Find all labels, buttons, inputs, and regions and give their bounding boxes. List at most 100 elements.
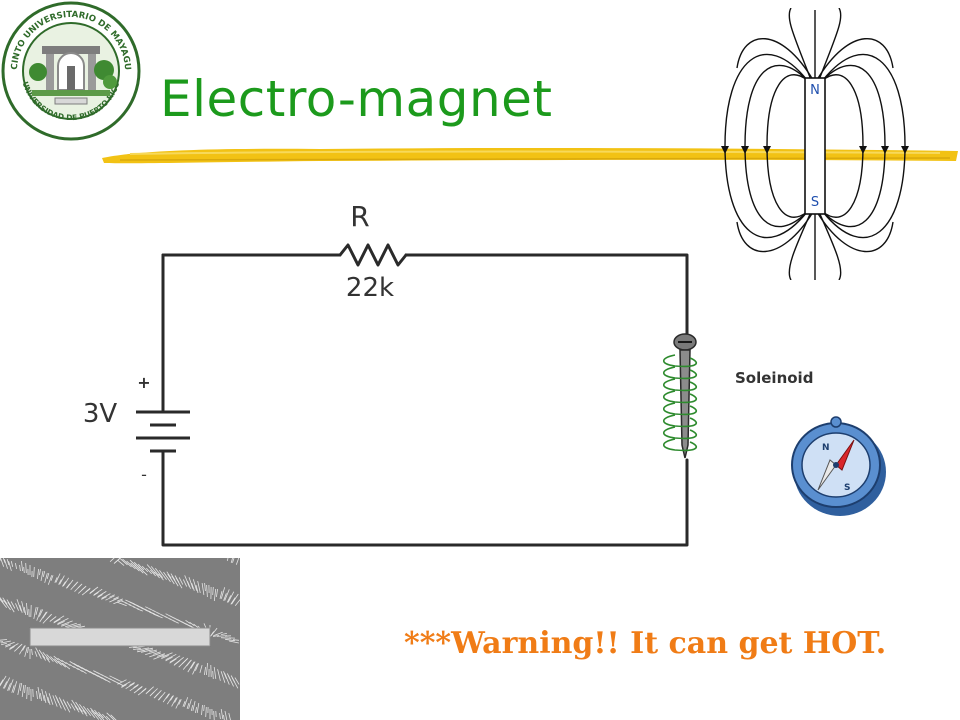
filing-stroke: [137, 649, 145, 653]
filing-stroke: [165, 653, 177, 661]
filing-stroke: [195, 707, 197, 713]
filing-stroke: [117, 682, 123, 686]
filing-stroke: [109, 594, 115, 598]
filing-stroke: [54, 658, 62, 666]
filing-stroke: [225, 638, 235, 642]
filing-stroke: [145, 689, 151, 695]
filing-stroke: [201, 704, 203, 716]
filing-stroke: [113, 596, 119, 600]
filing-stroke: [185, 619, 191, 625]
filing-stroke: [178, 577, 184, 585]
filing-stroke: [39, 568, 41, 576]
filing-stroke: [145, 647, 153, 651]
filing-stroke: [219, 591, 223, 599]
filing-stroke: [90, 707, 96, 715]
filing-stroke: [78, 586, 86, 594]
filing-stroke: [129, 682, 135, 686]
filing-stroke: [0, 679, 4, 686]
filing-stroke: [42, 571, 46, 577]
filing-stroke: [213, 667, 217, 679]
filing-stroke: [213, 631, 223, 637]
filing-stroke: [37, 568, 39, 580]
filing-stroke: [21, 601, 25, 613]
filing-stroke: [157, 695, 163, 701]
filing-stroke: [234, 677, 240, 685]
filing-stroke: [27, 646, 29, 654]
filing-stroke: [14, 644, 22, 652]
filing-stroke: [231, 677, 239, 689]
filing-stroke: [78, 707, 84, 715]
filing-stroke: [192, 579, 198, 591]
filing-stroke: [47, 697, 51, 705]
filing-stroke: [6, 599, 12, 607]
filing-stroke: [146, 567, 152, 575]
filing-stroke: [117, 560, 125, 566]
filing-stroke: [10, 601, 16, 609]
svg-text:N: N: [822, 443, 830, 453]
filing-stroke: [15, 563, 17, 569]
filing-stroke: [0, 639, 8, 641]
filing-stroke: [45, 691, 49, 703]
filing-stroke: [33, 566, 35, 578]
filing-stroke: [36, 690, 38, 700]
filing-stroke: [74, 705, 80, 713]
filing-stroke: [0, 558, 5, 567]
filing-stroke: [58, 579, 62, 585]
filing-stroke: [204, 666, 206, 676]
filing-stroke: [193, 623, 199, 629]
filing-stroke: [0, 596, 4, 603]
filing-stroke: [231, 593, 239, 605]
solenoid-label: Soleinoid: [735, 369, 814, 387]
filing-stroke: [206, 662, 208, 676]
filing-stroke: [212, 635, 220, 637]
filing-stroke: [70, 703, 76, 711]
filing-stroke: [146, 564, 156, 574]
filing-stroke: [195, 585, 199, 593]
filing-stroke: [161, 652, 173, 658]
filing-stroke: [166, 571, 172, 579]
filing-stroke: [57, 618, 69, 624]
filing-stroke: [227, 591, 235, 603]
filing-stroke: [26, 686, 28, 700]
filing-stroke: [199, 664, 203, 674]
filing-stroke: [230, 597, 236, 605]
filing-stroke: [90, 710, 100, 720]
filing-stroke: [39, 693, 43, 701]
filing-stroke: [55, 573, 61, 583]
filing-stroke: [52, 695, 58, 707]
filing-stroke: [216, 635, 228, 637]
filing-stroke: [70, 581, 78, 591]
filing-stroke: [53, 615, 65, 623]
filing-stroke: [220, 587, 226, 599]
filing-stroke: [75, 701, 83, 713]
filing-stroke: [220, 671, 226, 683]
filing-stroke: [137, 688, 147, 696]
filing-stroke: [121, 681, 131, 687]
filing-stroke: [145, 651, 157, 655]
filing-stroke: [178, 658, 188, 668]
filing-stroke: [47, 575, 53, 585]
filing-stroke: [77, 667, 83, 673]
filing-stroke: [65, 583, 71, 589]
filing-stroke: [25, 562, 27, 574]
filing-stroke: [192, 663, 198, 675]
filing-stroke: [109, 558, 115, 562]
filing-stroke: [0, 558, 2, 561]
filing-stroke: [133, 686, 143, 694]
filing-stroke: [188, 699, 192, 709]
filing-stroke: [110, 714, 117, 720]
filing-stroke: [157, 653, 165, 657]
filing-stroke: [192, 701, 196, 711]
filing-stroke: [74, 584, 82, 592]
filing-stroke: [197, 581, 201, 593]
filing-stroke: [173, 660, 181, 666]
filing-stroke: [98, 714, 105, 720]
filing-stroke: [3, 599, 11, 611]
filing-stroke: [60, 699, 66, 711]
filing-stroke: [63, 701, 71, 713]
filing-stroke: [220, 637, 232, 639]
filing-stroke: [229, 640, 239, 644]
filing-stroke: [21, 684, 25, 698]
filing-stroke: [162, 693, 170, 703]
filing-stroke: [175, 699, 181, 709]
